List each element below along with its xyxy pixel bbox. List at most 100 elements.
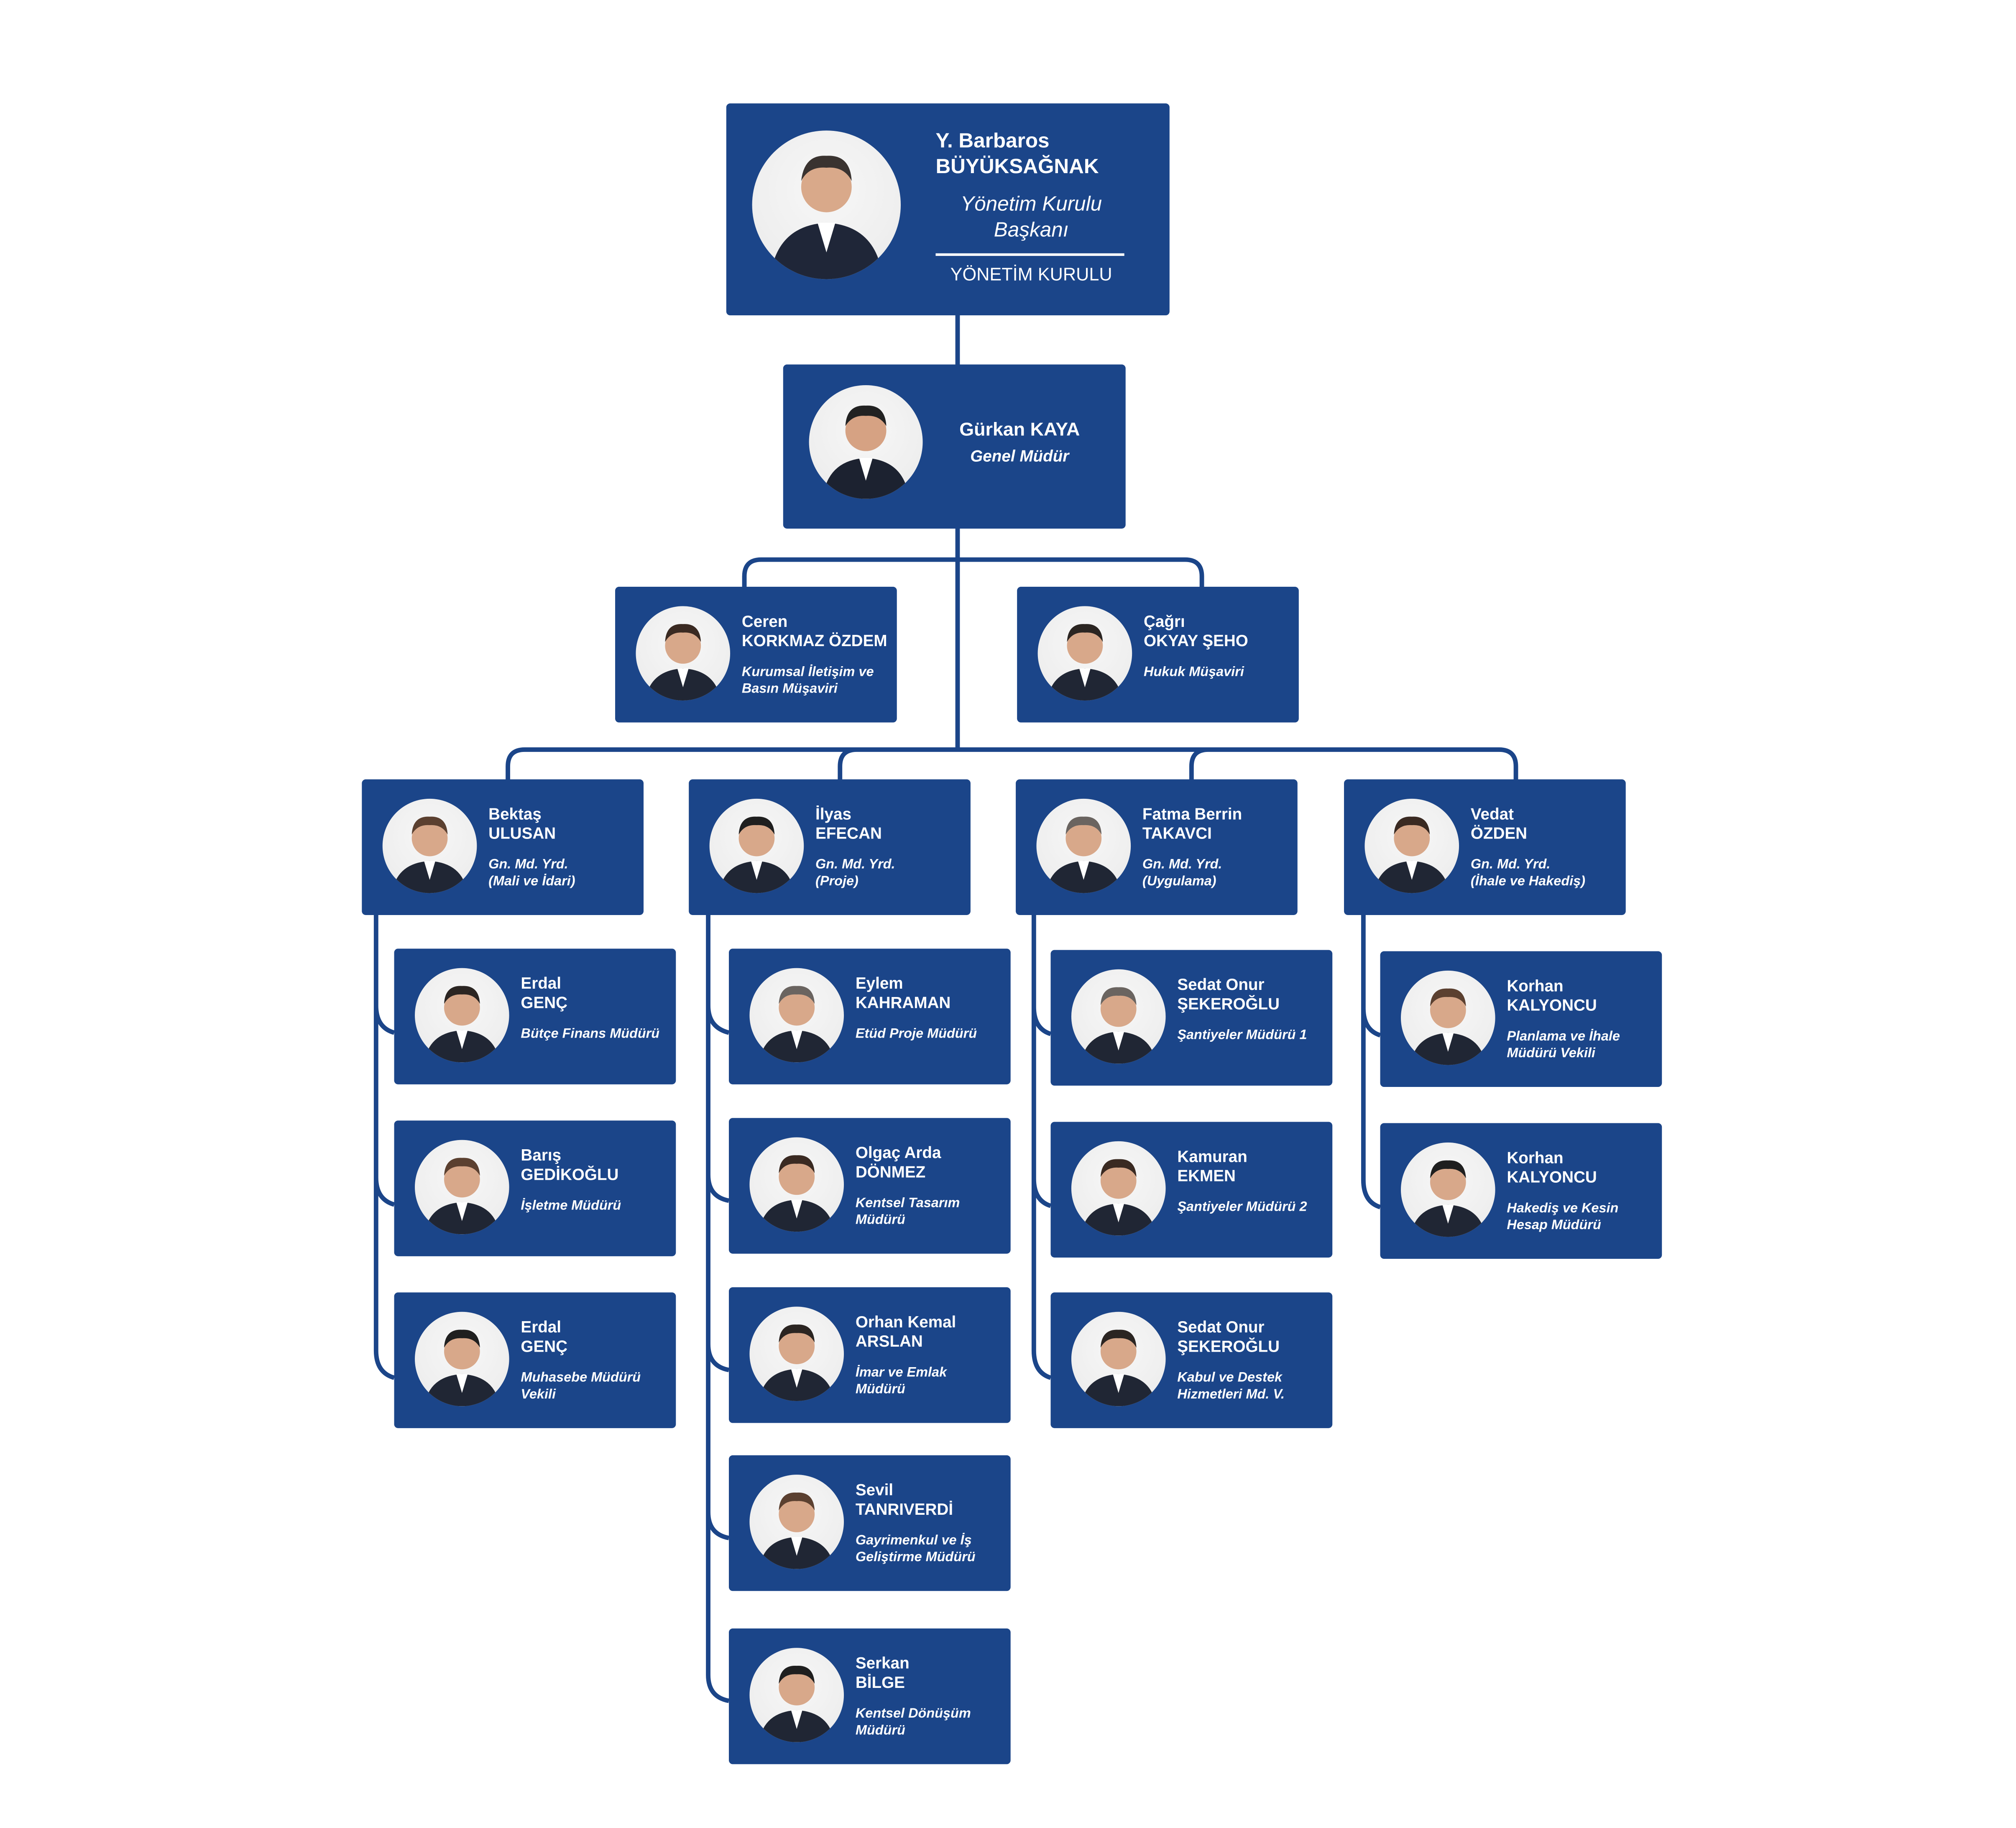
- chairman-unit: YÖNETİM KURULU: [950, 263, 1112, 284]
- connector-col2: [706, 913, 730, 1703]
- person-photo: [1037, 606, 1132, 701]
- person-last-name: TAKAVCI: [1142, 824, 1212, 843]
- person-title: Kurumsal İletişim ve Basın Müşaviri: [741, 664, 874, 697]
- person-first-name: Kamuran: [1177, 1148, 1247, 1166]
- person-avatar-icon: [1081, 987, 1156, 1064]
- person-last-name: ŞEKEROĞLU: [1177, 1337, 1280, 1356]
- person-last-name: GENÇ: [521, 994, 568, 1012]
- person-photo: [749, 1137, 844, 1232]
- person-title: Gn. Md. Yrd. (İhale ve Hakediş): [1470, 856, 1586, 890]
- person-first-name: Olgaç Arda: [855, 1144, 941, 1162]
- person-last-name: EFECAN: [815, 824, 882, 843]
- person-avatar-icon: [1410, 1160, 1486, 1237]
- person-first-name: Sevil: [855, 1481, 894, 1499]
- connector-advisors: [742, 557, 1204, 587]
- person-photo: [709, 798, 804, 893]
- person-last-name: KAHRAMAN: [855, 994, 951, 1012]
- person-first-name: Çağrı: [1144, 612, 1185, 631]
- person-title: Gn. Md. Yrd. (Proje): [815, 856, 895, 890]
- general-manager-card[interactable]: Gürkan KAYA Genel Müdür: [783, 364, 1126, 529]
- person-last-name: ÖZDEN: [1470, 824, 1528, 843]
- person-avatar-icon: [1046, 816, 1122, 893]
- person-avatar-icon: [424, 1329, 500, 1406]
- person-avatar-icon: [1374, 816, 1450, 893]
- person-last-name: DÖNMEZ: [855, 1163, 926, 1181]
- person-title: Şantiyeler Müdürü 1: [1177, 1027, 1307, 1043]
- connector-deputies: [506, 747, 1518, 780]
- general-manager-photo: [809, 385, 923, 499]
- person-first-name: Vedat: [1470, 805, 1514, 823]
- general-manager-name: Gürkan KAYA: [959, 420, 1080, 441]
- person-title: Hukuk Müşaviri: [1144, 664, 1244, 680]
- person-title: Kabul ve Destek Hizmetleri Md. V.: [1177, 1370, 1285, 1403]
- person-first-name: Erdal: [521, 974, 562, 993]
- person-avatar-icon: [1047, 624, 1123, 701]
- connector-col4: [1361, 913, 1381, 1209]
- person-photo: [749, 1306, 844, 1401]
- person-first-name: Serkan: [855, 1654, 910, 1672]
- chairman-title: Yönetim Kurulu Başkanı: [961, 194, 1102, 242]
- person-avatar-icon: [823, 405, 909, 499]
- person-last-name: KALYONCU: [1507, 1168, 1597, 1186]
- person-avatar-icon: [1081, 1329, 1156, 1406]
- person-title: Planlama ve İhale Müdürü Vekili: [1507, 1028, 1620, 1061]
- person-first-name: Bektaş: [488, 805, 542, 823]
- person-avatar-icon: [424, 1158, 500, 1235]
- person-last-name: OKYAY ŞEHO: [1144, 632, 1248, 650]
- person-photo: [1071, 1141, 1166, 1236]
- person-avatar-icon: [424, 986, 500, 1063]
- chairman-first-name: Y. Barbaros: [935, 130, 1050, 153]
- person-title: Gayrimenkul ve İş Geliştirme Müdürü: [855, 1533, 976, 1565]
- divider: [935, 253, 1124, 256]
- person-last-name: KALYONCU: [1507, 996, 1597, 1015]
- person-photo: [1036, 798, 1131, 893]
- person-last-name: TANRIVERDİ: [855, 1500, 953, 1519]
- person-avatar-icon: [1081, 1159, 1156, 1236]
- person-avatar-icon: [759, 1666, 835, 1742]
- connector-col3: [1031, 913, 1052, 1380]
- person-photo: [382, 798, 477, 893]
- person-title: Kentsel Tasarım Müdürü: [855, 1195, 960, 1228]
- person-first-name: Eylem: [855, 974, 903, 993]
- person-last-name: GEDİKOĞLU: [521, 1166, 619, 1184]
- person-title: Gn. Md. Yrd. (Uygulama): [1142, 856, 1222, 890]
- person-photo: [1400, 970, 1495, 1065]
- person-title: Muhasebe Müdürü Vekili: [521, 1370, 641, 1403]
- person-last-name: ULUSAN: [488, 824, 556, 843]
- person-title: Bütçe Finans Müdürü: [521, 1026, 660, 1042]
- person-first-name: Korhan: [1507, 977, 1564, 995]
- person-avatar-icon: [719, 816, 795, 893]
- person-first-name: Orhan Kemal: [855, 1313, 956, 1332]
- person-title: Etüd Proje Müdürü: [855, 1026, 977, 1042]
- person-title: Hakediş ve Kesin Hesap Müdürü: [1507, 1200, 1619, 1233]
- person-photo: [1364, 798, 1459, 893]
- person-photo: [415, 1312, 509, 1406]
- person-title: Kentsel Dönüşüm Müdürü: [855, 1706, 971, 1739]
- person-last-name: ŞEKEROĞLU: [1177, 995, 1280, 1013]
- person-title: İmar ve Emlak Müdürü: [855, 1365, 947, 1397]
- person-first-name: Korhan: [1507, 1149, 1564, 1167]
- chairman-card[interactable]: Y. Barbaros BÜYÜKSAĞNAK Yönetim Kurulu B…: [726, 103, 1170, 316]
- person-avatar-icon: [392, 816, 468, 893]
